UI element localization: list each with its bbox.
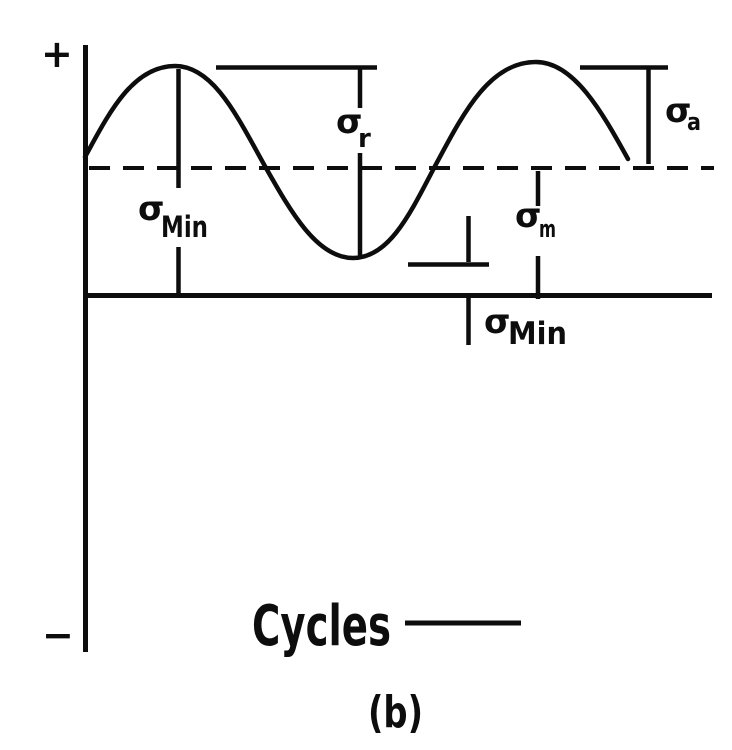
y-axis-minus-label: − — [42, 613, 74, 657]
figure-caption: (b) — [368, 687, 423, 738]
sigma-min-lower-label-sub: Min — [508, 316, 567, 352]
sigma-r-label-base: σ — [336, 102, 362, 142]
sigma-min-upper-label-sub: Min — [161, 210, 208, 244]
sigma-min-lower-label-base: σ — [484, 302, 510, 342]
sigma-a-label-base: σ — [665, 91, 691, 131]
sigma-m-label-base: σ — [515, 196, 541, 236]
sigma-r-label-sub: r — [358, 124, 371, 154]
sigma-min-upper-label-base: σ — [138, 189, 164, 229]
stress-wave-curve — [82, 59, 631, 261]
sigma-m-label-sub: m — [539, 215, 556, 243]
x-axis-title: Cycles — [252, 594, 391, 659]
sigma-a-label-sub: a — [687, 108, 701, 136]
y-axis-plus-label: + — [41, 32, 73, 76]
